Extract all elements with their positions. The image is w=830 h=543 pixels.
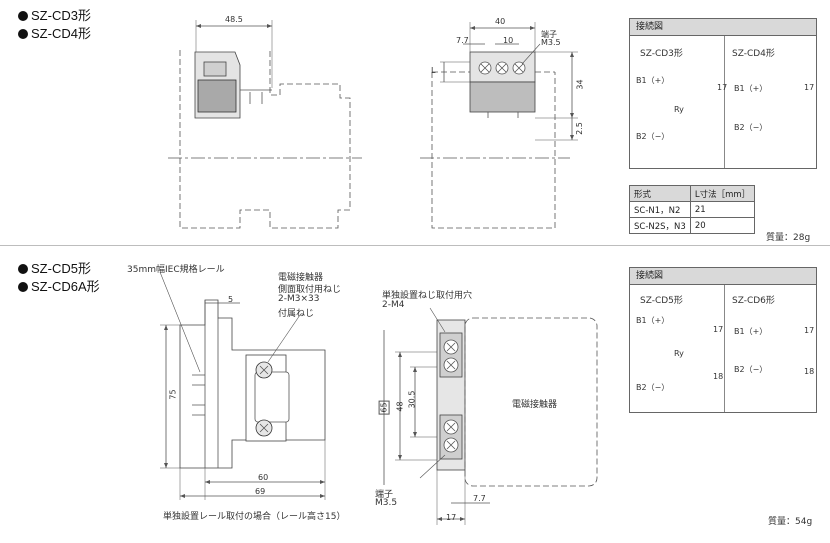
- bullet-dot: [18, 29, 28, 39]
- surge-unit-top: [203, 61, 227, 77]
- dim-label-60: 60: [258, 473, 269, 482]
- dim-label-34: 34: [575, 79, 585, 90]
- circuit-title-cd6: SZ-CD6形: [732, 296, 775, 306]
- table-cell: 21: [689, 201, 756, 218]
- section-divider: [0, 245, 830, 246]
- relay-label: Ry: [674, 349, 684, 358]
- connection-diagram-bottom: 接続図 SZ-CD5形 SZ-CD6形 B1（+） B2（−） 17 18 Ry…: [629, 267, 817, 413]
- bullet-dot: [18, 264, 28, 274]
- circuit-title-cd5: SZ-CD5形: [640, 296, 683, 306]
- box-divider: [724, 285, 725, 412]
- table-cell: SC-N2S，N3: [629, 217, 691, 234]
- terminal-b2: B2（−）: [734, 365, 768, 374]
- model-title-cd5: SZ-CD5形: [18, 258, 91, 277]
- contactor-box-outline: [464, 317, 598, 487]
- terminal-b2: B2（−）: [636, 132, 670, 141]
- contactor-outline: [179, 50, 351, 229]
- circuit-title-cd3: SZ-CD3形: [640, 49, 683, 59]
- dim-label-17: 17: [446, 513, 457, 522]
- dim-label-65: 65: [378, 400, 390, 415]
- contactor-box-label: 電磁接触器: [512, 400, 558, 410]
- connection-heading: 接続図: [630, 268, 816, 285]
- table-row: SC-N1，N2 21: [629, 201, 756, 218]
- mount-recess: [254, 371, 290, 423]
- terminal-b1: B1（+）: [734, 327, 768, 336]
- terminal-b2: B2（−）: [734, 123, 768, 132]
- l-dimension-table: 形式 L寸法［mm］ SC-N1，N2 21 SC-N2S，N3 20: [629, 185, 756, 234]
- circuit-title-cd4: SZ-CD4形: [732, 49, 775, 59]
- dim-label-7-7: 7.7: [473, 494, 486, 503]
- terminal-18: 18: [713, 372, 724, 381]
- contactor-note-line: 付属ねじ: [278, 309, 315, 319]
- rail-profile: [192, 374, 205, 416]
- table-header-row: 形式 L寸法［mm］: [629, 185, 756, 202]
- model-title-cd3: SZ-CD3形: [18, 5, 91, 24]
- dim-label-48-5: 48.5: [225, 15, 243, 24]
- model-title-cd4: SZ-CD4形: [18, 23, 91, 42]
- rail-leader: [159, 271, 201, 373]
- dim-label-69: 69: [255, 487, 266, 496]
- mount-hole-label: 単独設置ねじ取付用穴: [382, 291, 473, 301]
- mass-bottom: 質量：54g: [768, 517, 813, 527]
- table-row: SC-N2S，N3 20: [629, 217, 756, 234]
- screw-cross: [446, 342, 456, 450]
- terminal-screw-label: M3.5: [541, 38, 561, 47]
- dim-label-5: 5: [228, 295, 234, 304]
- box-divider: [724, 36, 725, 168]
- contactor-note-line: 側面取付用ねじ: [278, 285, 342, 295]
- model-title-cd6a: SZ-CD6A形: [18, 276, 100, 295]
- table-header: 形式: [629, 185, 691, 202]
- terminal-17: 17: [717, 83, 728, 92]
- contactor-note-line: 電磁接触器: [278, 273, 324, 283]
- dim-label-2-5: 2.5: [574, 122, 584, 135]
- dim-label-L: L: [431, 66, 436, 75]
- terminal-b1: B1（+）: [734, 84, 768, 93]
- dim-label-48: 48: [395, 401, 405, 412]
- surge-unit-shade: [197, 79, 237, 113]
- bullet-dot: [18, 282, 28, 292]
- contactor-note-line: 2-M3×33: [278, 294, 320, 304]
- terminal-label: 端子: [375, 490, 394, 500]
- mass-top: 質量：28g: [766, 233, 811, 243]
- screw-cross: [480, 63, 524, 73]
- dim-label-30-5: 30.5: [407, 390, 417, 409]
- terminal-screw-label: M3.5: [375, 498, 398, 508]
- terminal-17: 17: [804, 83, 815, 92]
- table-header: L寸法［mm］: [689, 185, 756, 202]
- dim-label-10: 10: [503, 36, 514, 45]
- terminal-17: 17: [713, 325, 724, 334]
- terminal-17: 17: [804, 326, 815, 335]
- table-cell: SC-N1，N2: [629, 201, 691, 218]
- connection-diagram-top: 接続図 SZ-CD3形 SZ-CD4形 B1（+） B2（−） 17 Ry B1…: [629, 18, 817, 169]
- terminal-label: 端子: [541, 30, 557, 39]
- terminal-leader: [419, 454, 446, 479]
- bullet-dot: [18, 11, 28, 21]
- relay-label: Ry: [674, 105, 684, 114]
- hole-leader: [429, 307, 446, 333]
- top-side-view: [168, 20, 362, 229]
- bottom-front-view: [383, 307, 598, 525]
- connection-heading: 接続図: [630, 19, 816, 36]
- rail-mount-note: 単独設置レール取付の場合（レール高さ15）: [163, 512, 346, 522]
- terminal-b2: B2（−）: [636, 383, 670, 392]
- unit-body: [469, 81, 536, 113]
- mount-hole-label: 2-M4: [382, 300, 405, 310]
- screw-leader: [267, 314, 301, 363]
- rail-label: 35mm幅IEC規格レール: [127, 265, 225, 275]
- terminal-leader: [521, 43, 541, 65]
- arrow-head: [180, 480, 325, 498]
- dim-label-7-7: 7.7: [456, 36, 469, 45]
- terminal-b1: B1（+）: [636, 76, 670, 85]
- table-cell: 20: [689, 217, 756, 234]
- bottom-side-view: [159, 271, 326, 500]
- dim-label-75: 75: [168, 389, 178, 400]
- screw-cross: [259, 365, 269, 433]
- contactor-front-outline: [431, 72, 556, 229]
- top-front-view: [420, 22, 578, 229]
- terminal-18: 18: [804, 367, 815, 376]
- terminal-b1: B1（+）: [636, 316, 670, 325]
- dim-label-40: 40: [495, 17, 506, 26]
